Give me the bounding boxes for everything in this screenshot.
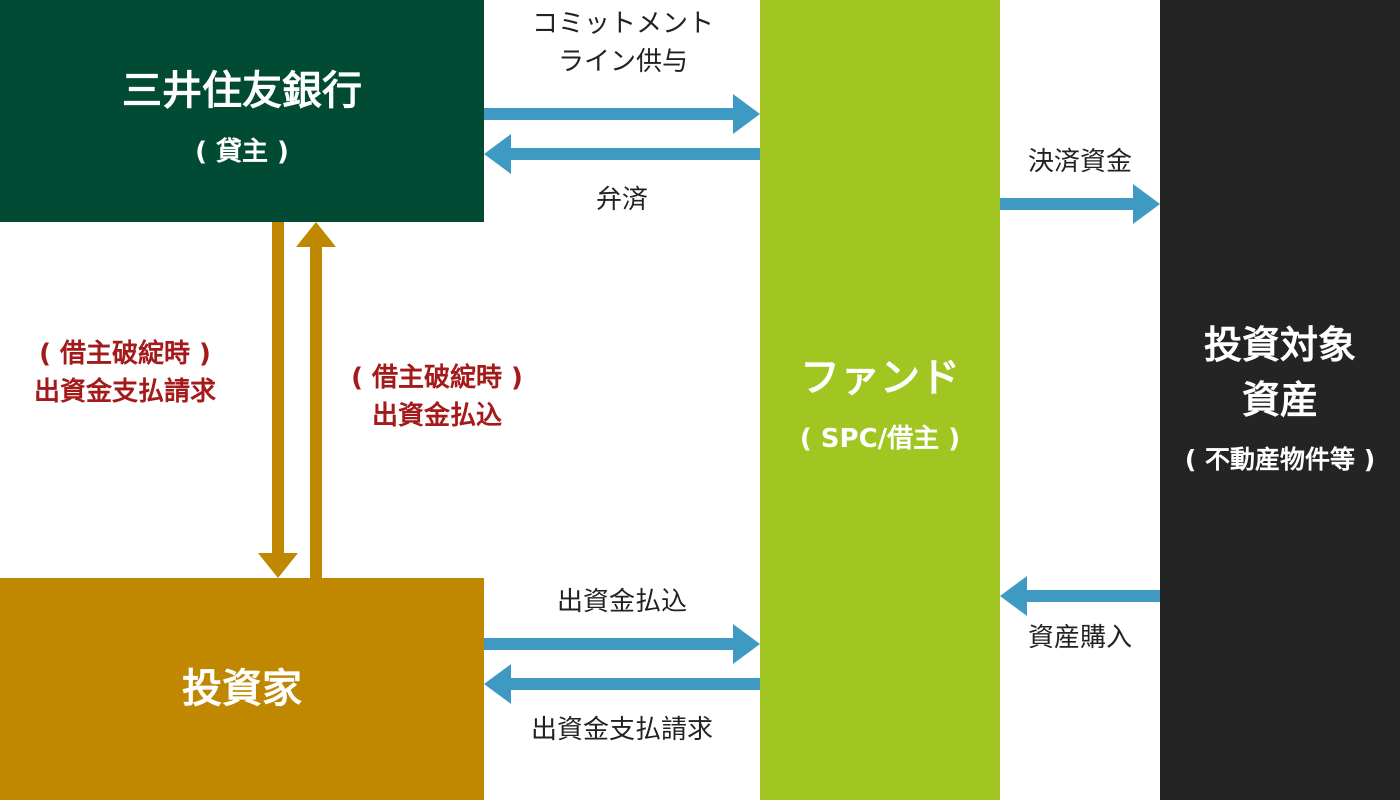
arrow-default-request	[258, 222, 298, 578]
arrow-default-payin	[296, 222, 336, 578]
gold-arrows	[258, 222, 336, 578]
asset-subtitle: ( 不動産物件等 )	[1184, 445, 1376, 475]
fund-box: ファンド ( SPC/借主 )	[760, 0, 1000, 800]
label-repayment: 弁済	[595, 185, 648, 215]
arrow-commitment	[484, 94, 760, 134]
label-settlement-funds: 決済資金	[1027, 147, 1132, 177]
label-default-request-line2: 出資金支払請求	[33, 376, 216, 407]
investor-title: 投資家	[182, 666, 302, 712]
arrow-capital-request	[484, 664, 760, 704]
blue-arrows	[484, 94, 1160, 704]
arrow-settlement-funds	[1000, 184, 1160, 224]
fund-subtitle: ( SPC/借主 )	[799, 424, 961, 454]
label-default-payin-line1: ( 借主破綻時 )	[351, 363, 523, 393]
label-default-payin-line2: 出資金払込	[371, 400, 502, 431]
label-default-request: ( 借主破綻時 ) 出資金支払請求	[10, 336, 240, 411]
asset-title-line2: 資産	[1241, 378, 1318, 423]
bank-box: 三井住友銀行 ( 貸主 )	[0, 0, 484, 222]
label-capital-request: 出資金支払請求	[530, 715, 713, 745]
asset-title-line1: 投資対象	[1203, 323, 1356, 367]
label-capital-payin: 出資金払込	[556, 587, 687, 617]
label-asset-purchase: 資産購入	[1027, 623, 1132, 653]
label-default-request-line1: ( 借主破綻時 )	[39, 339, 211, 369]
arrow-capital-payin	[484, 624, 760, 664]
label-commitment-line1: コミットメント	[531, 9, 714, 39]
label-default-payin: ( 借主破綻時 ) 出資金払込	[332, 360, 542, 435]
arrow-repayment	[484, 134, 760, 174]
fund-title: ファンド	[800, 355, 960, 401]
arrow-asset-purchase	[1000, 576, 1160, 616]
bank-title: 三井住友銀行	[122, 67, 362, 114]
label-commitment: コミットメント ライン供与	[518, 6, 728, 81]
label-commitment-line2: ライン供与	[557, 46, 688, 77]
bank-subtitle: ( 貸主 )	[195, 136, 289, 167]
asset-box: 投資対象 資産 ( 不動産物件等 )	[1160, 0, 1400, 800]
investor-box: 投資家	[0, 578, 484, 800]
